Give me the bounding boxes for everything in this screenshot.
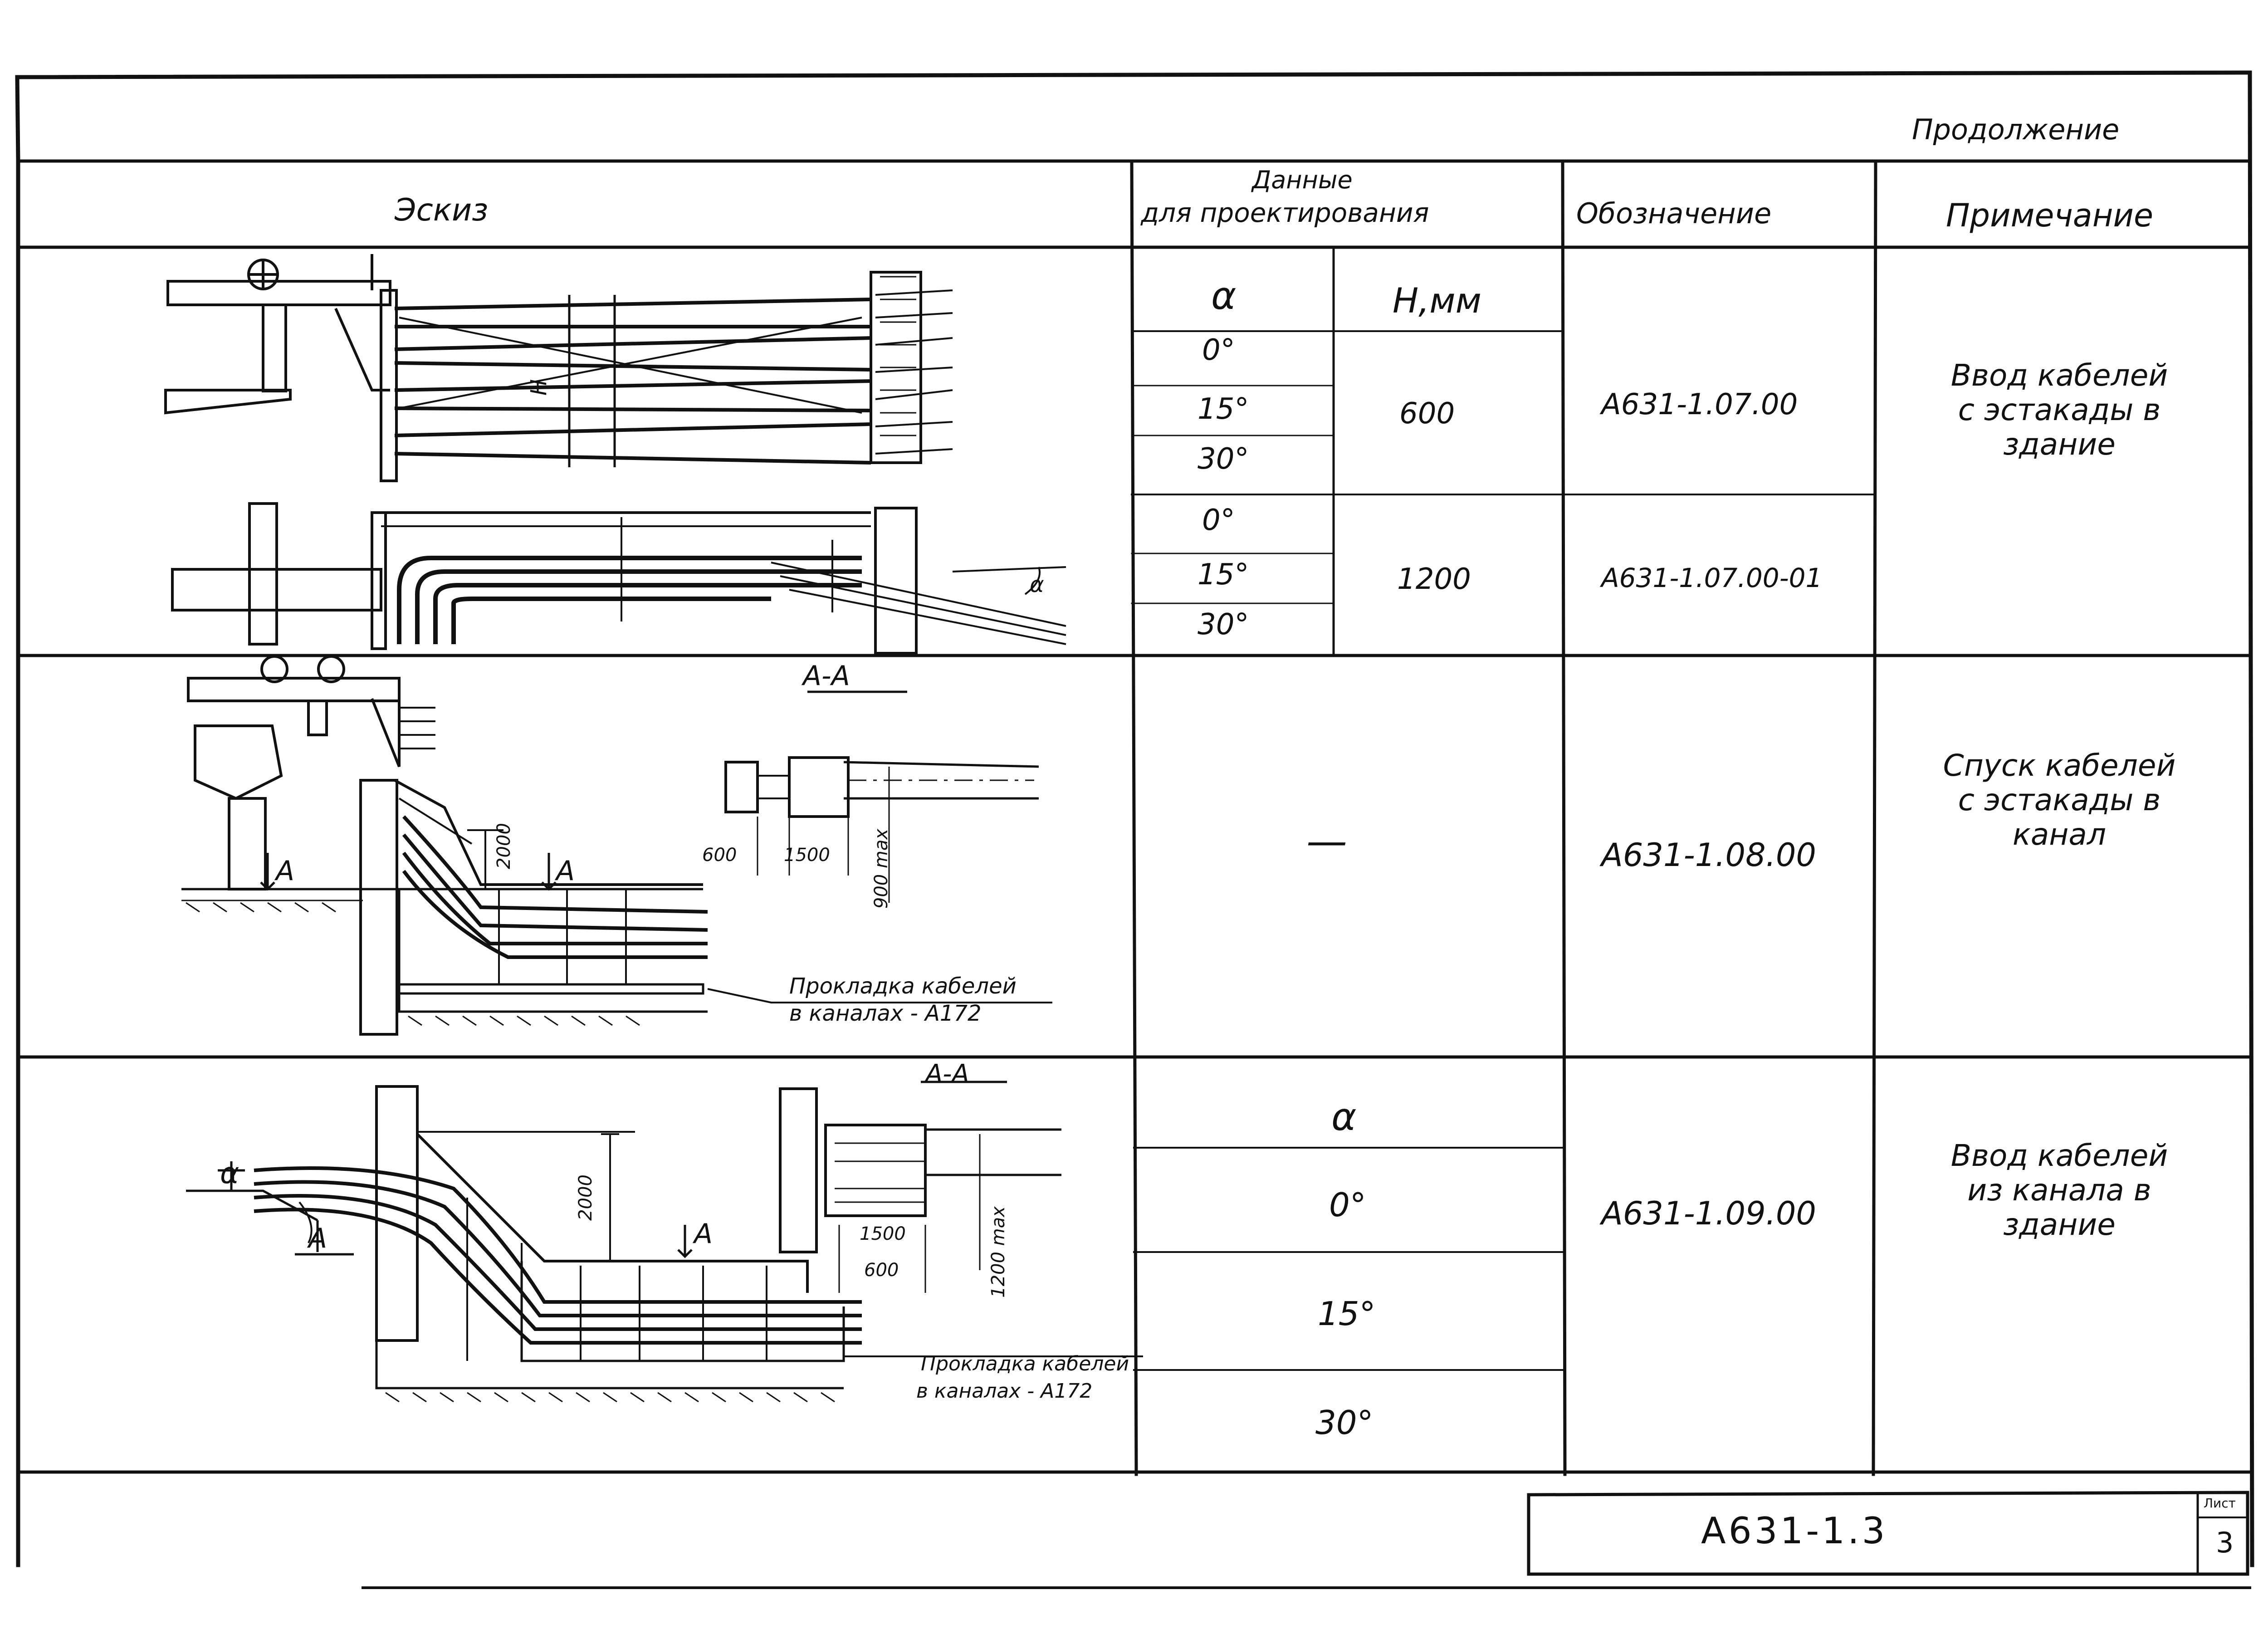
sketch3-callout-line2: в каналах - А172 [916,1380,1093,1403]
section2-designation: А631-1.08.00 [1601,837,1816,874]
section3-alpha-header: α [1331,1095,1357,1139]
section3-angle-0: 0° [1329,1186,1366,1224]
sketch2-callout-line1: Прокладка кабелей [789,974,1017,999]
section1-angle-b-0: 0° [1202,504,1235,537]
sketch2-dim-1500: 1500 [784,845,830,866]
sketch3-a-left: А [308,1223,327,1254]
column-header-design-data-line1: Данные [1252,166,1353,194]
section1-alpha-header: α [1211,274,1237,318]
section1-note: Ввод кабелей с эстакады в здание [1950,358,2168,462]
title-block-sheet-label: Лист [2204,1496,2236,1511]
sketch3-dim-600: 600 [864,1260,899,1281]
sketch2-a-left: А [276,855,295,887]
section1-h-a: 600 [1399,397,1455,431]
column-header-designation: Обозначение [1576,197,1772,230]
section1-angle-a-0: 0° [1202,333,1235,367]
title-block-code: А631-1.3 [1701,1510,1888,1552]
sketch3-dim-1500: 1500 [860,1223,906,1244]
column-header-sketch: Эскиз [395,192,489,228]
sketch3-a-right: А [694,1218,713,1250]
section1-h-b: 1200 [1397,563,1471,596]
column-header-design-data-line2: для проектирования [1141,197,1429,228]
section1-h-header: Н,мм [1393,280,1481,321]
section2-note: Спуск кабелей с эстакады в канал [1943,748,2176,852]
section1-angle-a-2: 30° [1198,442,1249,476]
section3-angle-1: 15° [1318,1295,1376,1333]
section1-angle-a-1: 15° [1198,392,1249,426]
sketch3-section-label: А-А [925,1059,969,1089]
sketch2-section-label: А-А [803,660,850,692]
title-block-sheet-number: 3 [2216,1526,2234,1559]
sketch2-dim-600: 600 [702,845,737,866]
sketch3-callout-line1: Прокладка кабелей [921,1352,1129,1375]
continuation-label: Продолжение [1912,113,2120,146]
sketch2-callout-line2: в каналах - А172 [789,1001,982,1026]
section3-designation: А631-1.09.00 [1601,1195,1816,1232]
sketch3-dim-1200: 1200 max [987,1206,1009,1298]
section1-angle-b-1: 15° [1198,558,1249,592]
section3-note: Ввод кабелей из канала в здание [1950,1138,2168,1242]
column-header-note: Примечание [1946,197,2154,234]
sketch3-dim-2000: 2000 [575,1174,596,1221]
sketch3-alpha-label: α [220,1157,240,1190]
sketch2-a-right: А [556,855,575,887]
section2-design-data: — [1306,817,1347,865]
section1-angle-b-2: 30° [1198,608,1249,641]
section3-angle-2: 30° [1315,1404,1374,1442]
section1-designation-b: А631-1.07.00-01 [1601,563,1823,593]
sketch1-alpha-label: α [1030,572,1044,597]
section1-designation-a: А631-1.07.00 [1601,388,1798,421]
